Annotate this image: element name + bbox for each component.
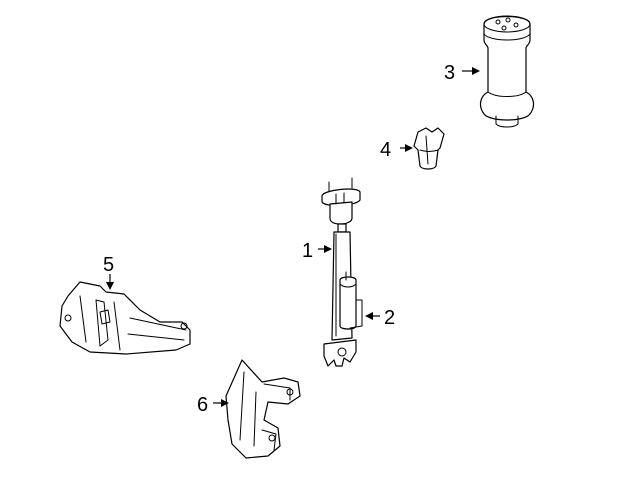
callout-1-leader bbox=[318, 245, 332, 253]
air-spring-part[interactable] bbox=[479, 15, 535, 128]
shock-absorber-part[interactable] bbox=[321, 177, 361, 367]
bracket-lower-part[interactable] bbox=[225, 359, 301, 459]
callout-5-leader bbox=[106, 274, 114, 290]
callout-4-leader bbox=[400, 144, 413, 152]
bracket-left-part[interactable] bbox=[59, 281, 191, 355]
callout-label-2: 2 bbox=[384, 307, 395, 329]
callout-label-1: 1 bbox=[302, 240, 313, 262]
bump-stop-part[interactable] bbox=[413, 127, 445, 170]
valve-unit-part[interactable] bbox=[339, 271, 363, 330]
callout-3-leader bbox=[462, 67, 480, 75]
callout-label-4: 4 bbox=[380, 139, 391, 161]
callout-2-leader bbox=[365, 312, 380, 320]
callout-label-5: 5 bbox=[103, 254, 114, 276]
callout-6-leader bbox=[213, 399, 229, 407]
callout-label-6: 6 bbox=[197, 394, 208, 416]
callout-label-3: 3 bbox=[444, 62, 455, 84]
